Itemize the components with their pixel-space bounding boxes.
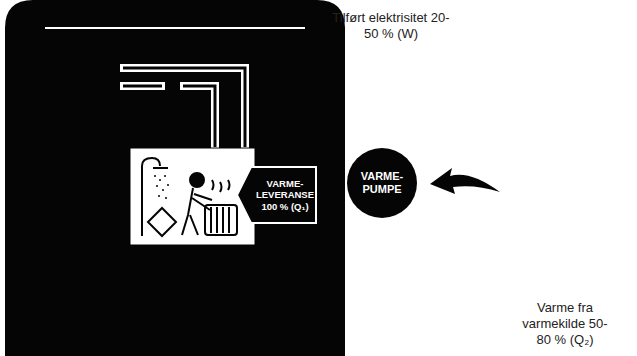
pipes: [120, 68, 245, 150]
coupling-connector: [318, 170, 336, 208]
person-radiator: [182, 173, 237, 235]
node-text: 100 % (Q₁): [254, 201, 316, 213]
heat-source-arrow: [430, 168, 500, 194]
callout-shape: [237, 167, 316, 223]
circle-shape: [347, 148, 417, 218]
house-body: [5, 0, 345, 356]
heat-delivery-callout: VARME- LEVERANSE100 % (Q₁): [236, 163, 318, 227]
electricity-label: Tilført elektrisitet 20-50 % (W): [328, 10, 454, 42]
roof-line: [45, 27, 305, 29]
room-box: [130, 148, 255, 245]
node-text: VARME- PUMPE: [348, 170, 416, 196]
pipes-inner: [123, 68, 245, 147]
heat-source-label: Varme fra varmekilde 50-80 % (Q₂): [520, 300, 610, 348]
node-text: VARME- LEVERANSE: [254, 178, 316, 201]
double-bar: [318, 170, 336, 208]
heat-pump-circle: VARME- PUMPE: [346, 147, 418, 219]
shower-symbol: [142, 158, 176, 236]
water-drops: [154, 175, 169, 199]
